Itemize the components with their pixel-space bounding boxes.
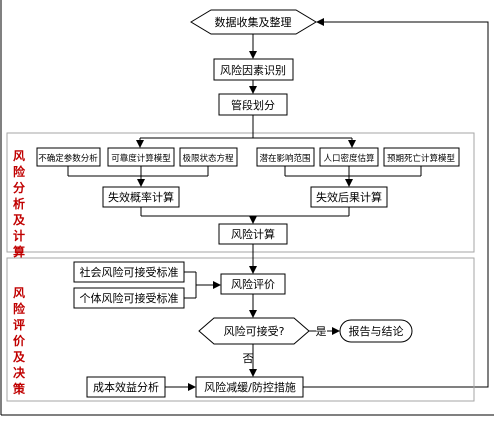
evaluation-section-frame (6, 257, 475, 402)
fatality-model-label: 预期死亡计算模型 (387, 153, 456, 164)
failure-probability-label: 失效概率计算 (108, 190, 174, 204)
risk-factor-label: 风险因素识别 (220, 63, 286, 77)
pipe-segment-label: 管段划分 (231, 98, 275, 112)
mitigation-label: 风险减缓/防控措施 (204, 380, 296, 394)
analysis-title-char: 析 (13, 196, 25, 211)
evaluation-section-title: 风 险 评 价 及 决 策 (13, 286, 26, 396)
acceptable-decision-label: 风险可接受? (224, 324, 285, 338)
analysis-title-char: 算 (13, 244, 25, 259)
evaluation-title-char: 评 (13, 318, 25, 332)
analysis-title-char: 分 (13, 180, 25, 195)
mitigation-box (195, 376, 304, 398)
no-label: 否 (243, 352, 254, 365)
evaluation-title-char: 决 (13, 365, 26, 380)
cost-benefit-label: 成本效益分析 (93, 380, 159, 394)
analysis-section-title: 风 险 分 析 及 计 算 (13, 149, 26, 259)
social-standard-label: 社会风险可接受标准 (80, 265, 179, 279)
report-terminal (339, 319, 413, 343)
yes-label: 是 (316, 325, 327, 338)
evaluation-title-char: 策 (13, 381, 26, 396)
report-label: 报告与结论 (349, 324, 404, 338)
evaluation-title-char: 风 (13, 286, 25, 300)
reliability-model-label: 可靠度计算模型 (111, 153, 171, 164)
risk-calc-label: 风险计算 (231, 227, 275, 241)
failure-consequence-label: 失效后果计算 (316, 190, 382, 204)
analysis-section-frame (6, 132, 475, 253)
population-density-label: 人口密度估算 (323, 153, 375, 164)
evaluation-title-char: 险 (13, 301, 26, 316)
analysis-title-char: 险 (13, 164, 26, 179)
impact-range-label: 潜在影响范围 (259, 153, 310, 164)
analysis-title-char: 计 (13, 228, 25, 243)
limit-state-label: 极限状态方程 (182, 153, 234, 164)
analysis-title-char: 及 (13, 213, 26, 227)
risk-eval-label: 风险评价 (231, 277, 275, 291)
individual-standard-label: 个体风险可接受标准 (80, 291, 179, 305)
evaluation-title-char: 价 (13, 334, 26, 348)
feedback-loop-line (303, 18, 489, 388)
data-collection-diamond (190, 9, 317, 35)
analysis-title-char: 风 (13, 149, 25, 163)
evaluation-title-char: 及 (13, 350, 26, 364)
data-collection-label: 数据收集及整理 (215, 15, 292, 29)
uncertain-params-label: 不确定参数分析 (38, 153, 98, 164)
